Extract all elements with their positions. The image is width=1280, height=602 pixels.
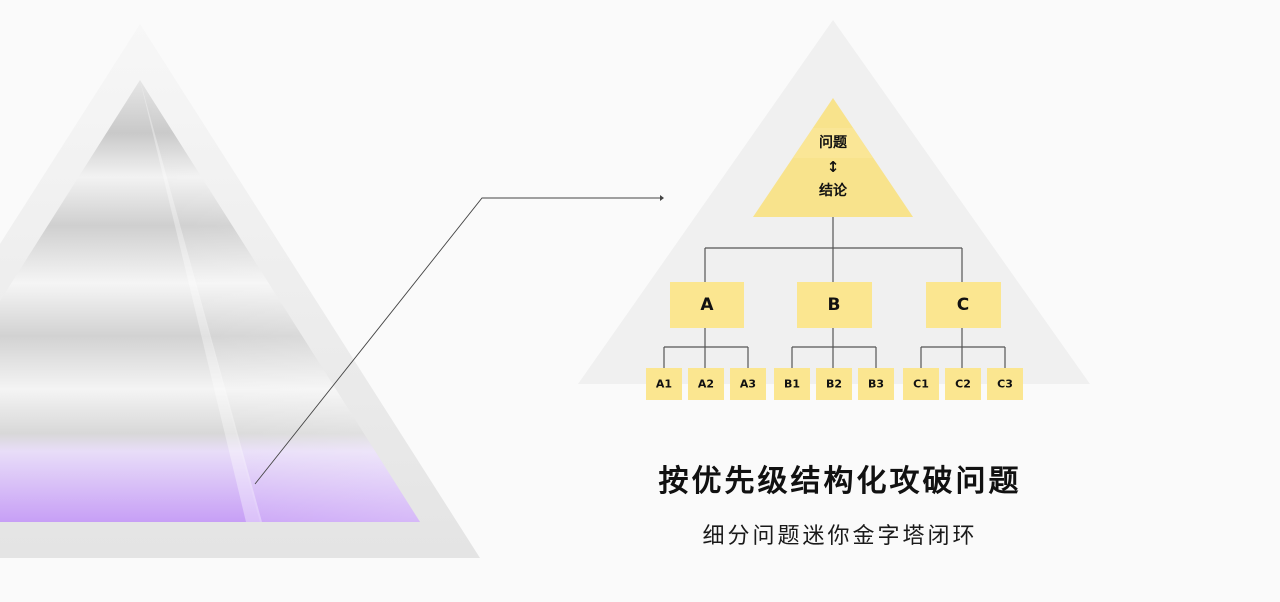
top-node-arrow: ↕: [827, 158, 840, 176]
node-c2-label: C2: [955, 378, 971, 391]
leaf-nodes: A1 A2 A3 B1 B2 B3 C1 C2 C3: [646, 368, 1023, 400]
zoom-connector-line: [254, 197, 660, 485]
top-node-question: 问题: [819, 134, 848, 151]
node-b3-label: B3: [868, 378, 884, 391]
caption-title: 按优先级结构化攻破问题: [658, 464, 1022, 499]
node-a1-label: A1: [656, 378, 672, 391]
node-b1-label: B1: [784, 378, 800, 391]
node-b2-label: B2: [826, 378, 842, 391]
caption-subtitle: 细分问题迷你金字塔闭环: [702, 524, 978, 549]
decorative-pyramid: [0, 24, 480, 558]
node-c: C: [926, 282, 1001, 328]
node-c3-label: C3: [997, 378, 1013, 391]
node-b1: B1: [774, 368, 810, 400]
node-b2: B2: [816, 368, 852, 400]
node-c2: C2: [945, 368, 981, 400]
node-a3-label: A3: [740, 378, 756, 391]
tree-connectors: [663, 217, 1006, 368]
node-b-label: B: [828, 295, 841, 315]
node-a2: A2: [688, 368, 724, 400]
node-c3: C3: [987, 368, 1023, 400]
connector-arrowhead: [660, 195, 664, 201]
node-b3: B3: [858, 368, 894, 400]
node-a1: A1: [646, 368, 682, 400]
node-b: B: [797, 282, 872, 328]
node-c1: C1: [903, 368, 939, 400]
node-a-label: A: [700, 295, 714, 315]
node-c-label: C: [957, 295, 969, 315]
top-node: 问题 ↕ 结论: [753, 98, 913, 217]
node-c1-label: C1: [913, 378, 929, 391]
node-a2-label: A2: [698, 378, 714, 391]
node-a3: A3: [730, 368, 766, 400]
top-node-conclusion: 结论: [819, 182, 848, 199]
node-a: A: [670, 282, 744, 328]
